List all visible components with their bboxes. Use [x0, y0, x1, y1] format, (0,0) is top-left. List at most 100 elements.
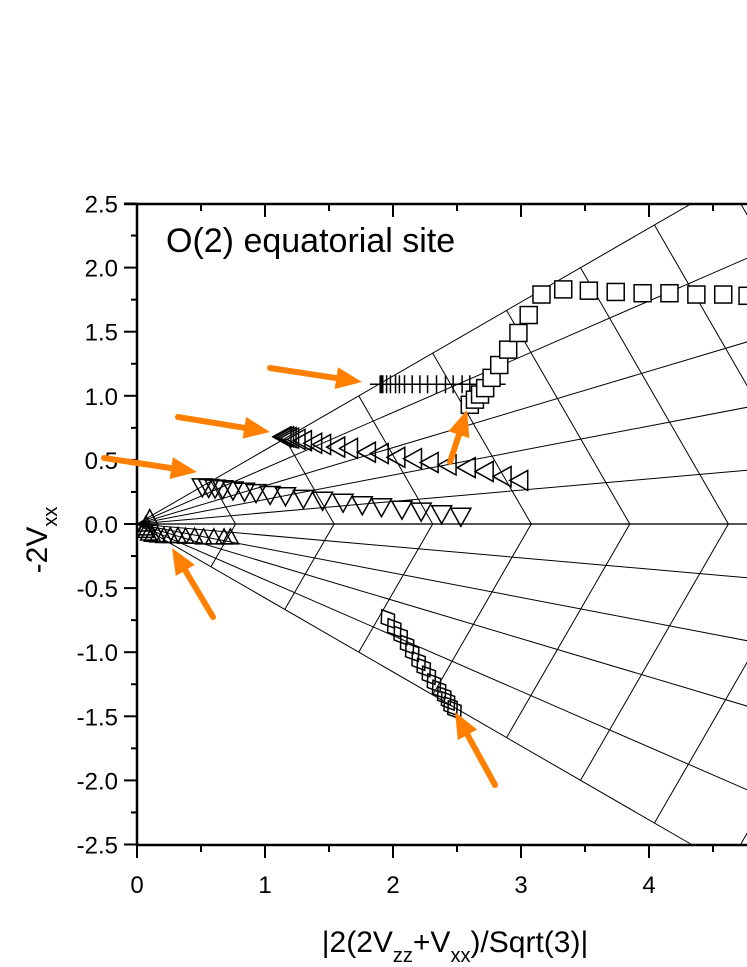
x-axis-title-part: )/Sqrt(3)| [470, 926, 588, 959]
square-marker [509, 323, 528, 343]
x-tick-label: 2 [386, 872, 399, 899]
y-tick-label: -0.5 [77, 576, 118, 603]
triangle-left-marker [436, 453, 457, 477]
y-tick-label: -2.0 [77, 768, 118, 795]
diamond-marker [404, 642, 420, 663]
annotation-arrow [175, 414, 270, 439]
triangle-left-marker [302, 431, 323, 455]
triangle-left-marker [325, 435, 346, 459]
triangle-down-marker [351, 496, 374, 517]
triangle-up-marker [194, 527, 213, 545]
grid-radial-line [137, 406, 747, 525]
grid-arc-line [432, 352, 532, 525]
square-marker [633, 283, 652, 303]
arrow-shaft [464, 731, 498, 788]
y-tick-label: 2.0 [85, 256, 118, 283]
grid-arc-line [506, 523, 631, 738]
triangle-down-marker [311, 491, 334, 512]
triangle-up-marker [185, 526, 204, 544]
triangle-down-marker [449, 507, 473, 528]
diamond-marker [421, 665, 437, 686]
square-marker [606, 282, 625, 302]
annotation-arrow [267, 365, 362, 389]
diamond-marker [431, 679, 447, 700]
grid-arc-line [506, 310, 631, 525]
x-axis-title-part: |2(2V [322, 926, 393, 959]
triangle-left-marker [385, 446, 406, 469]
grid-arc-line [284, 438, 335, 525]
grid-radial-line [137, 523, 747, 791]
square-marker [738, 286, 747, 306]
x-tick-label: 0 [130, 872, 143, 899]
grid-arc-line [654, 224, 747, 387]
y-axis-title-sub: xx [40, 507, 62, 527]
triangle-down-marker [292, 489, 315, 510]
grid-arc-line [740, 832, 747, 845]
square-marker [489, 355, 509, 375]
annotation-arrow [455, 712, 498, 788]
triangle-up-marker [139, 523, 158, 541]
square-marker [687, 285, 706, 304]
square-marker [519, 305, 538, 325]
x-axis-title-sub: xx [450, 945, 470, 967]
y-tick-label: -1.5 [77, 704, 118, 731]
grid-arc-line [654, 661, 747, 824]
triangle-left-marker [455, 456, 476, 479]
triangle-down-marker [244, 483, 268, 505]
grid-radial-line [137, 523, 692, 845]
grid [137, 204, 747, 845]
diamond-marker [426, 672, 442, 694]
y-tick-label: 0.0 [85, 512, 118, 539]
triangle-left-marker [491, 465, 512, 488]
grid-arc-line [580, 267, 729, 525]
diamond-marker [416, 657, 432, 678]
square-marker [579, 281, 599, 300]
arrow-head-icon [455, 712, 478, 741]
y-axis-title-part: -2V [21, 527, 54, 574]
data-markers [137, 280, 747, 721]
arrow-head-icon [242, 416, 270, 439]
plot-title: O(2) equatorial site [166, 222, 455, 260]
arrow-shaft [447, 431, 462, 465]
triangle-left-marker [401, 447, 423, 470]
triangle-left-marker [508, 469, 529, 492]
grid-radial-line [137, 523, 747, 642]
arrow-shaft [267, 365, 340, 382]
x-axis-title-sub: zz [393, 945, 413, 967]
x-tick-label: 1 [258, 872, 271, 899]
annotation-arrow [101, 455, 197, 480]
triangle-up-marker [204, 527, 224, 545]
triangle-left-marker [285, 428, 306, 451]
grid-arc-line [358, 523, 434, 653]
square-marker [498, 340, 518, 359]
arrow-head-icon [448, 410, 470, 439]
triangle-left-marker [368, 442, 389, 465]
grid-radial-line [137, 257, 747, 525]
triangle-left-marker [355, 440, 377, 464]
y-axis-title: -2Vxx [21, 507, 62, 574]
arrow-shaft [182, 567, 216, 620]
arrow-head-icon [172, 548, 195, 576]
square-marker [553, 280, 573, 299]
triangle-left-marker [418, 451, 439, 474]
x-axis-title: |2(2Vzz+Vxx)/Sqrt(3)| [322, 926, 589, 967]
grid-arc-line [740, 204, 747, 216]
y-tick-label: 1.5 [85, 320, 118, 347]
triangle-left-marker [473, 460, 494, 483]
triangle-down-marker [409, 502, 433, 523]
triangle-down-marker [370, 497, 393, 519]
triangle-down-marker [390, 500, 414, 521]
diamond-marker [393, 625, 409, 646]
triangle-down-marker [331, 493, 355, 514]
arrow-shaft [101, 455, 175, 472]
y-tick-label: 1.0 [85, 384, 118, 411]
diamond-marker [399, 634, 415, 655]
triangle-down-marker [274, 487, 297, 508]
grid-radial-line [137, 523, 747, 707]
arrow-shaft [175, 414, 248, 431]
y-tick-label: -1.0 [77, 640, 118, 667]
annotation-arrow [172, 548, 216, 620]
grid-radial-line [137, 469, 747, 525]
